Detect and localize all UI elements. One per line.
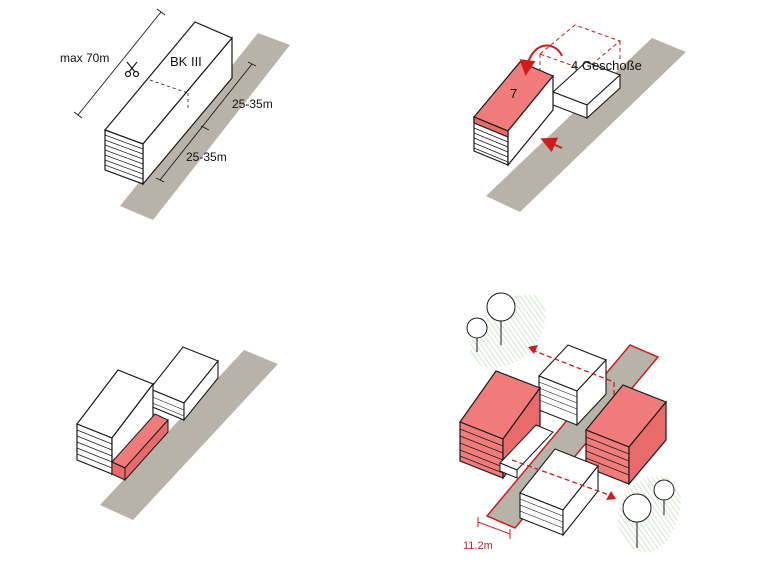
red-block-left <box>459 370 541 480</box>
width-label-upper: 25-35m <box>232 97 273 111</box>
tree-icon <box>653 479 675 515</box>
tree-icon <box>486 292 516 345</box>
tall-block <box>473 61 554 167</box>
count-label: 7 <box>510 86 517 101</box>
panel-2: 7 4 Geschoße <box>473 24 686 212</box>
curved-arrow-icon <box>519 44 563 76</box>
panel-4: 11.2m <box>459 292 681 553</box>
dimension-distance <box>477 517 511 539</box>
low-connector <box>499 424 554 479</box>
cut-line <box>149 79 189 94</box>
width-label-lower: 25-35m <box>186 150 227 164</box>
road-strip <box>486 38 686 212</box>
highlight-plinth <box>111 413 169 482</box>
double-arrow-icon <box>511 349 615 497</box>
red-block-right <box>585 384 667 486</box>
arrow-left-icon <box>540 137 563 153</box>
length-label: max 70m <box>60 51 109 65</box>
panel-1: max 70m BK III 25-35m 25-35m <box>60 8 290 220</box>
panel-3 <box>76 346 278 520</box>
rear-block <box>538 344 607 427</box>
distance-label: 11.2m <box>463 540 493 552</box>
road-strip <box>100 350 278 520</box>
tree-icon <box>466 317 488 352</box>
zone-label: BK III <box>170 54 202 69</box>
rear-block <box>149 346 219 422</box>
dimension-length <box>73 8 166 119</box>
tree-icon <box>622 493 652 548</box>
ghost-block <box>539 24 621 72</box>
moved-block-lower <box>551 61 622 120</box>
road-strip <box>120 33 290 220</box>
front-block <box>519 448 599 537</box>
floors-label: 4 Geschoße <box>571 58 642 73</box>
scissors-icon <box>124 61 140 78</box>
long-building <box>103 21 233 186</box>
dimension-width <box>155 61 257 183</box>
